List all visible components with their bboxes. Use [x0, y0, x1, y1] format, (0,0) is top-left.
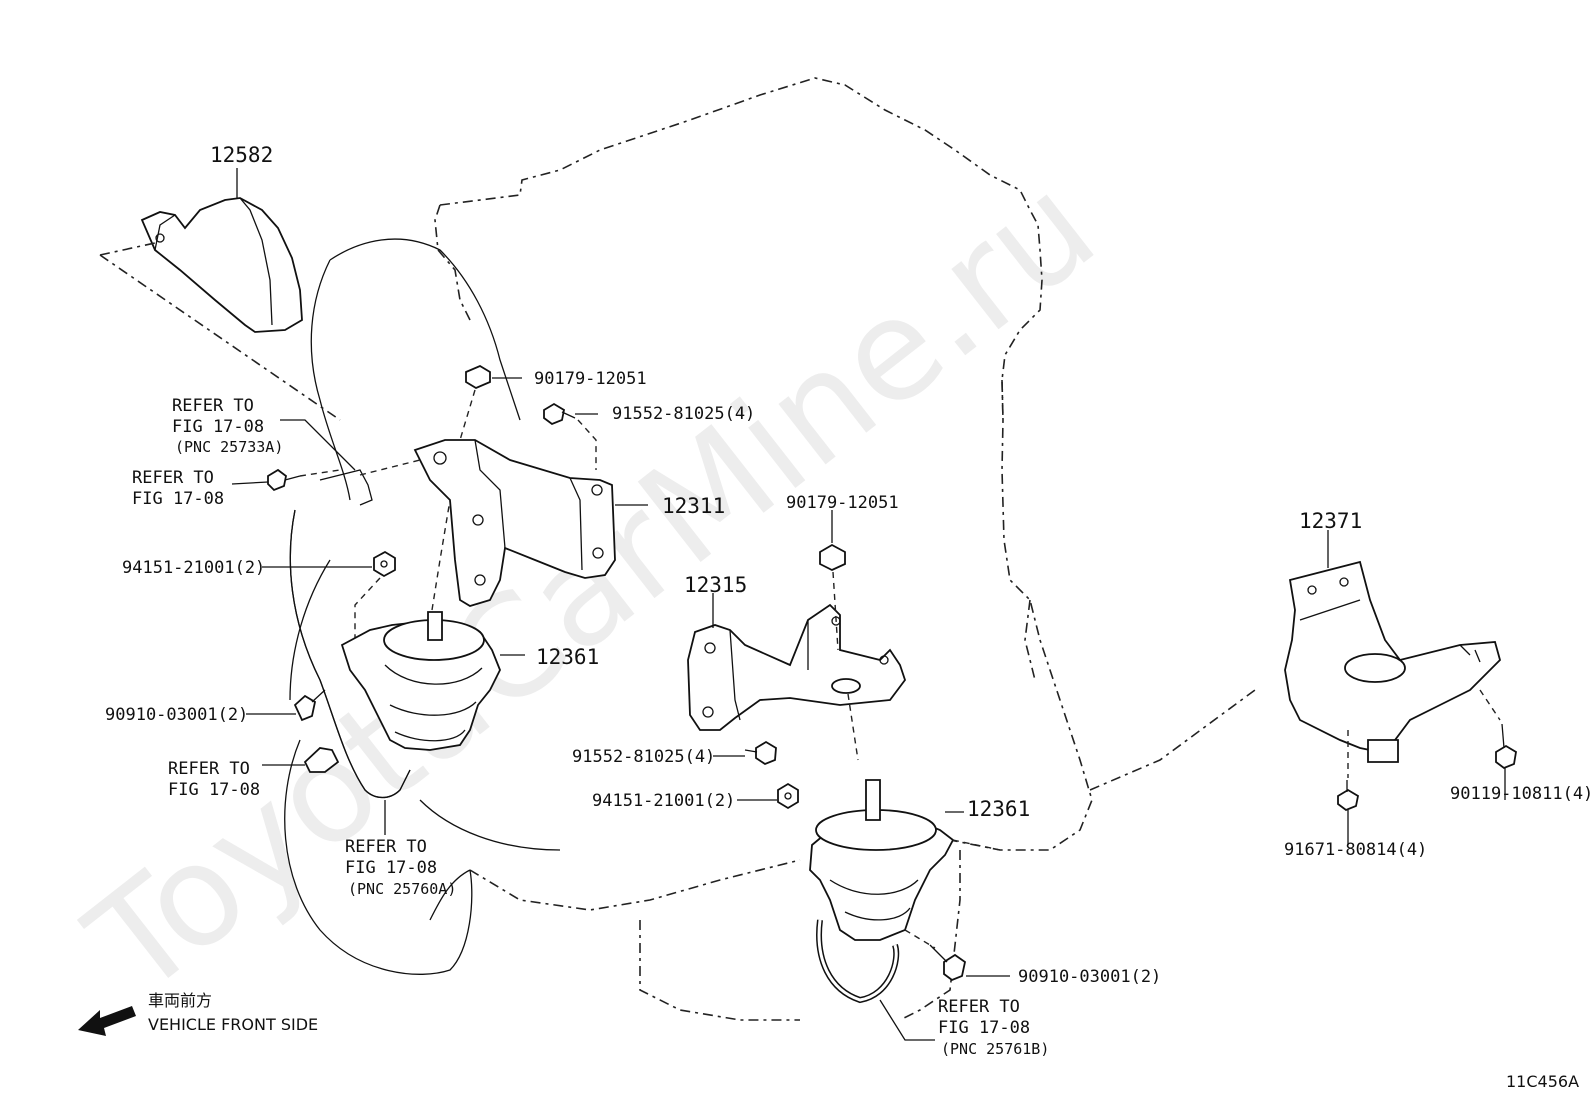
- svg-text:(PNC 25760A): (PNC 25760A): [348, 880, 456, 898]
- svg-text:FIG 17-08: FIG 17-08: [172, 417, 264, 437]
- label-90179-left: 90179-12051: [534, 369, 647, 389]
- label-12371: 12371: [1299, 509, 1362, 533]
- bolt-ref-left: [267, 468, 301, 492]
- bolt-91552-mid: [744, 740, 777, 766]
- label-90179-mid: 90179-12051: [786, 493, 899, 513]
- ref-fig-17-08-b: REFER TO FIG 17-08: [168, 759, 260, 800]
- ref-25733a: REFER TO FIG 17-08 (PNC 25733A): [172, 396, 283, 456]
- svg-text:(PNC 25733A): (PNC 25733A): [175, 438, 283, 456]
- svg-text:REFER TO: REFER TO: [168, 759, 250, 779]
- nut-94151-left: [373, 550, 396, 578]
- svg-text:(PNC 25761B): (PNC 25761B): [941, 1040, 1049, 1058]
- nut-90179-left: [465, 364, 491, 390]
- svg-text:FIG 17-08: FIG 17-08: [345, 858, 437, 878]
- bolt-91671: [1337, 780, 1360, 812]
- svg-text:REFER TO: REFER TO: [345, 837, 427, 857]
- label-12315: 12315: [684, 573, 747, 597]
- svg-text:REFER TO: REFER TO: [132, 468, 214, 488]
- clip-ref-left: [303, 747, 340, 773]
- label-90119: 90119-10811(4): [1450, 784, 1592, 804]
- bolt-90910-right: [929, 944, 967, 982]
- label-90910-left: 90910-03001(2): [105, 705, 248, 725]
- figure-code: 11C456A: [1506, 1072, 1579, 1091]
- part-12371-rear-mount: [1284, 560, 1502, 763]
- label-91671: 91671-80814(4): [1284, 840, 1427, 860]
- label-12311: 12311: [662, 494, 725, 518]
- svg-text:REFER TO: REFER TO: [172, 396, 254, 416]
- label-12582: 12582: [210, 143, 273, 167]
- label-94151-left: 94151-21001(2): [122, 558, 265, 578]
- label-91552-top: 91552-81025(4): [612, 404, 755, 424]
- ref-25761b: REFER TO FIG 17-08 (PNC 25761B): [938, 997, 1049, 1058]
- engine-outline: [434, 77, 1256, 1021]
- transmission-outline: [284, 238, 561, 975]
- bolt-90910-left: [293, 689, 326, 722]
- label-12361-left: 12361: [536, 645, 599, 669]
- vehicle-front-label-jp: 車両前方: [148, 991, 212, 1010]
- svg-text:FIG 17-08: FIG 17-08: [168, 780, 260, 800]
- part-12361-left-mount: [340, 611, 501, 751]
- arrow-left-icon: [78, 1006, 136, 1036]
- svg-text:FIG 17-08: FIG 17-08: [132, 489, 224, 509]
- part-12311-bracket: [413, 439, 616, 607]
- label-12361-right: 12361: [967, 797, 1030, 821]
- vehicle-front-label-en: VEHICLE FRONT SIDE: [148, 1015, 318, 1034]
- nut-90179-mid: [819, 543, 846, 571]
- part-12361-right-mount: [809, 779, 955, 941]
- vehicle-front-indicator: 車両前方 VEHICLE FRONT SIDE: [78, 991, 318, 1036]
- svg-text:REFER TO: REFER TO: [938, 997, 1020, 1017]
- bolt-90119: [1495, 723, 1517, 770]
- ref-25760a: REFER TO FIG 17-08 (PNC 25760A): [345, 837, 456, 898]
- part-12582-cover: [140, 197, 303, 333]
- label-90910-right: 90910-03001(2): [1018, 967, 1161, 987]
- svg-text:FIG 17-08: FIG 17-08: [938, 1018, 1030, 1038]
- label-94151-mid: 94151-21001(2): [592, 791, 735, 811]
- label-91552-mid: 91552-81025(4): [572, 747, 715, 767]
- nut-94151-mid: [777, 782, 799, 810]
- ref-fig-17-08-a: REFER TO FIG 17-08: [132, 468, 224, 509]
- part-12315-bracket: [687, 603, 907, 731]
- bolt-91552-top: [543, 402, 576, 426]
